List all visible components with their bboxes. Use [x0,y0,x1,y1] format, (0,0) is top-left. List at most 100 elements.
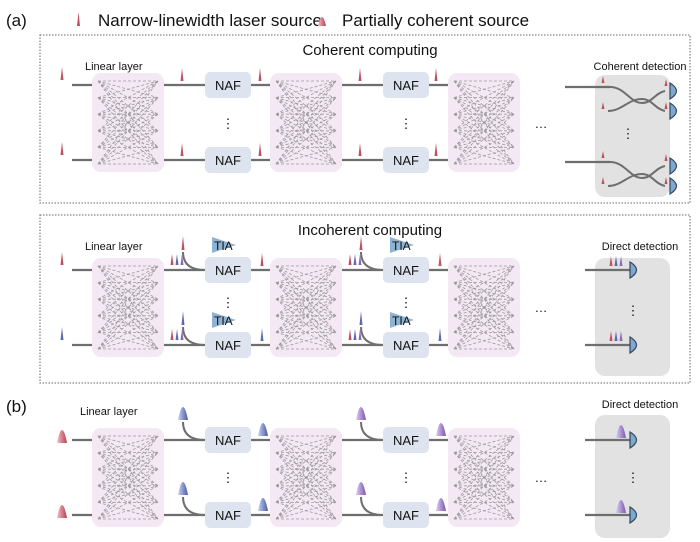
mesh-connection [453,97,515,132]
mesh-connection [97,265,159,317]
mesh-connection [453,265,515,300]
coherent-section-box [39,34,691,204]
mesh-connection [275,435,337,453]
mesh-connection [453,435,515,470]
naf-label: NAF [215,338,241,353]
linear-layer [92,428,164,527]
broad-pulse-icon [258,498,268,511]
tap-waveguide [360,326,384,346]
linear-layer [270,428,342,527]
mesh-connection [97,113,159,165]
mesh-connection [97,485,159,503]
coherent-detection-box [595,75,670,197]
mesh-connection [453,468,515,520]
mesh-connection [97,80,159,115]
tia-triangle-icon [212,312,236,328]
naf-label: NAF [393,153,419,168]
mesh-connection [275,97,337,132]
tia-label: TIA [214,239,233,253]
naf-block: NAF [383,257,429,283]
mesh-connection [275,435,337,487]
mesh-connection [97,80,159,115]
photodetector-icon [629,260,638,280]
mesh-connection [275,80,337,98]
naf-block: NAF [205,502,251,528]
naf-block: NAF [383,502,429,528]
mesh-connection [97,332,159,350]
broad-pulse-icon [178,482,188,495]
tap-waveguide [360,421,384,441]
mesh-connection [275,485,337,520]
mesh-connection [97,435,159,453]
narrow-pulse-icon [180,143,184,156]
mesh-connection [97,265,159,300]
mesh-connection [97,265,159,317]
direct-detection-label: Direct detection [602,241,678,253]
mesh-connection [97,282,159,317]
mesh-connection [453,130,515,165]
mesh-connection [275,130,337,148]
mesh-connection [453,265,515,317]
mesh-connection [275,468,337,503]
narrow-pulse-icon [601,76,605,83]
mesh-connection [453,113,515,148]
horizontal-ellipsis: … [535,116,548,131]
narrow-pulse-icon [434,68,438,81]
mesh-connection [275,97,337,148]
mesh-connection [97,130,159,148]
mesh-connection [453,97,515,115]
narrow-pulse-icon [260,328,264,341]
linear-layer [270,73,342,172]
vertical-ellipsis: ⋮ [627,303,640,318]
mesh-connection [97,282,159,317]
naf-label: NAF [393,338,419,353]
mesh-connection [97,502,159,520]
naf-box [383,147,429,173]
naf-label: NAF [393,78,419,93]
panel-label-b: (b) [6,397,27,416]
narrow-pulse-icon [438,328,442,341]
legend-partial-icon [318,17,326,26]
narrow-pulse-icon [438,253,442,266]
naf-label: NAF [215,153,241,168]
mesh-connection [97,452,159,503]
mesh-connection [275,265,337,283]
narrow-pulse-icon [664,102,668,109]
mesh-connection [275,468,337,503]
narrow-pulse-icon [358,68,362,81]
naf-label: NAF [215,508,241,523]
mesh-connection [453,80,515,115]
tap-waveguide [182,251,206,271]
narrow-pulse-icon [180,68,184,81]
narrow-pulse-icon [180,329,184,340]
mesh-connection [453,315,515,350]
tap-waveguide [182,326,206,346]
mesh-connection [275,130,337,165]
naf-box [383,257,429,283]
direct-detection-label: Direct detection [602,399,678,411]
naf-label: NAF [393,508,419,523]
mesh-connection [453,485,515,503]
coupler-waveguide [607,172,666,187]
mesh-connection [453,282,515,333]
mesh-connection [275,468,337,520]
mesh-connection [453,452,515,487]
tap-waveguide [360,251,384,271]
naf-block: NAF [205,257,251,283]
linear-layer [270,258,342,357]
mesh-connection [97,265,159,283]
mesh-connection [453,452,515,487]
mesh-connection [453,265,515,317]
naf-box [205,147,251,173]
mesh-connection [275,452,337,487]
vertical-ellipsis: ⋮ [222,116,235,131]
mesh-connection [275,452,337,470]
tia-label: TIA [392,239,411,253]
broad-pulse-icon [616,425,626,438]
mesh-connection [275,80,337,165]
mesh-connection [97,113,159,148]
broad-pulse-icon [57,430,67,443]
mesh-connection [275,315,337,350]
